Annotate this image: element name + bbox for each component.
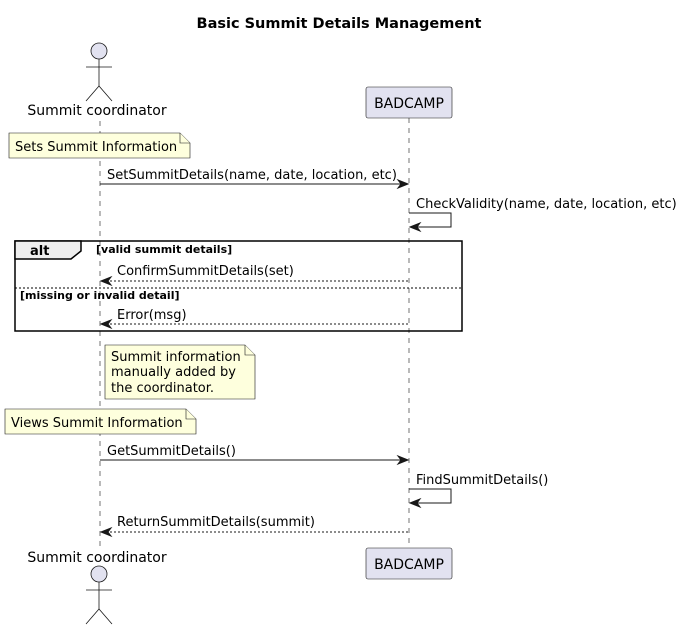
message-check-validity: CheckValidity(name, date, location, etc) (408, 197, 677, 233)
message-label: GetSummitDetails() (107, 444, 236, 459)
fragment-tab (14, 240, 82, 260)
actor-bottom-label: Summit coordinator (27, 550, 166, 566)
arrowhead-icon (99, 275, 113, 287)
note-line-1: Summit information (111, 350, 241, 365)
note-line-2: manually added by (111, 365, 236, 380)
note-fold (179, 133, 190, 144)
note-line-3: the coordinator. (111, 381, 214, 396)
note-shape (104, 344, 256, 400)
participant-top-box (365, 86, 453, 119)
message-label-error: Error(msg) (117, 308, 187, 323)
actor-head (90, 565, 108, 583)
diagram-title: Basic Summit Details Management (197, 16, 482, 32)
note-views-summit-information: Views Summit Information (4, 408, 197, 435)
message-label: CheckValidity(name, date, location, etc) (416, 197, 677, 212)
actor-bottom: Summit coordinator (27, 550, 167, 625)
note-sets-summit-information: Sets Summit Information (8, 132, 191, 159)
message-label-confirm: ConfirmSummitDetails(set) (117, 264, 294, 279)
note-manually-added: Summit information manually added by the… (104, 344, 256, 400)
alt-fragment: alt [valid summit details] ConfirmSummit… (14, 240, 463, 332)
self-arrow (409, 488, 452, 504)
message-get-summit-details: GetSummitDetails() (100, 444, 410, 466)
actor-top: Summit coordinator (27, 42, 167, 119)
message-label: FindSummitDetails() (416, 473, 548, 488)
fragment-operator: alt (30, 244, 49, 259)
actor-head (90, 42, 108, 60)
note-fold (244, 345, 255, 356)
participant-top: BADCAMP (365, 86, 453, 119)
arrowhead-icon (99, 526, 113, 538)
arrowhead-icon (396, 454, 410, 466)
fragment-guard-2: [missing or invalid detail] (20, 289, 180, 302)
fragment-guard-1: [valid summit details] (96, 243, 232, 256)
arrowhead-icon (99, 318, 113, 330)
note-fold (185, 409, 196, 420)
participant-bottom-label: BADCAMP (374, 557, 444, 573)
message-return-summit-details: ReturnSummitDetails(summit) (99, 515, 408, 538)
participant-bottom: BADCAMP (365, 547, 453, 580)
note-shape (8, 132, 191, 159)
fragment-frame (14, 240, 463, 332)
note-shape (4, 408, 197, 435)
actor-legs (85, 608, 113, 625)
message-set-summit-details: SetSummitDetails(name, date, location, e… (100, 168, 410, 190)
note-text: Views Summit Information (11, 416, 183, 431)
participant-bottom-box (365, 547, 453, 580)
arrowhead-icon (396, 178, 410, 190)
message-label: ReturnSummitDetails(summit) (117, 515, 315, 530)
note-text: Sets Summit Information (15, 140, 177, 155)
participant-top-label: BADCAMP (374, 96, 444, 112)
message-label: SetSummitDetails(name, date, location, e… (107, 168, 397, 183)
message-find-summit-details: FindSummitDetails() (408, 473, 548, 509)
self-arrow (409, 212, 452, 228)
actor-legs (85, 85, 113, 102)
arrowhead-icon (408, 497, 422, 509)
arrowhead-icon (408, 221, 422, 233)
actor-top-label: Summit coordinator (27, 103, 166, 119)
